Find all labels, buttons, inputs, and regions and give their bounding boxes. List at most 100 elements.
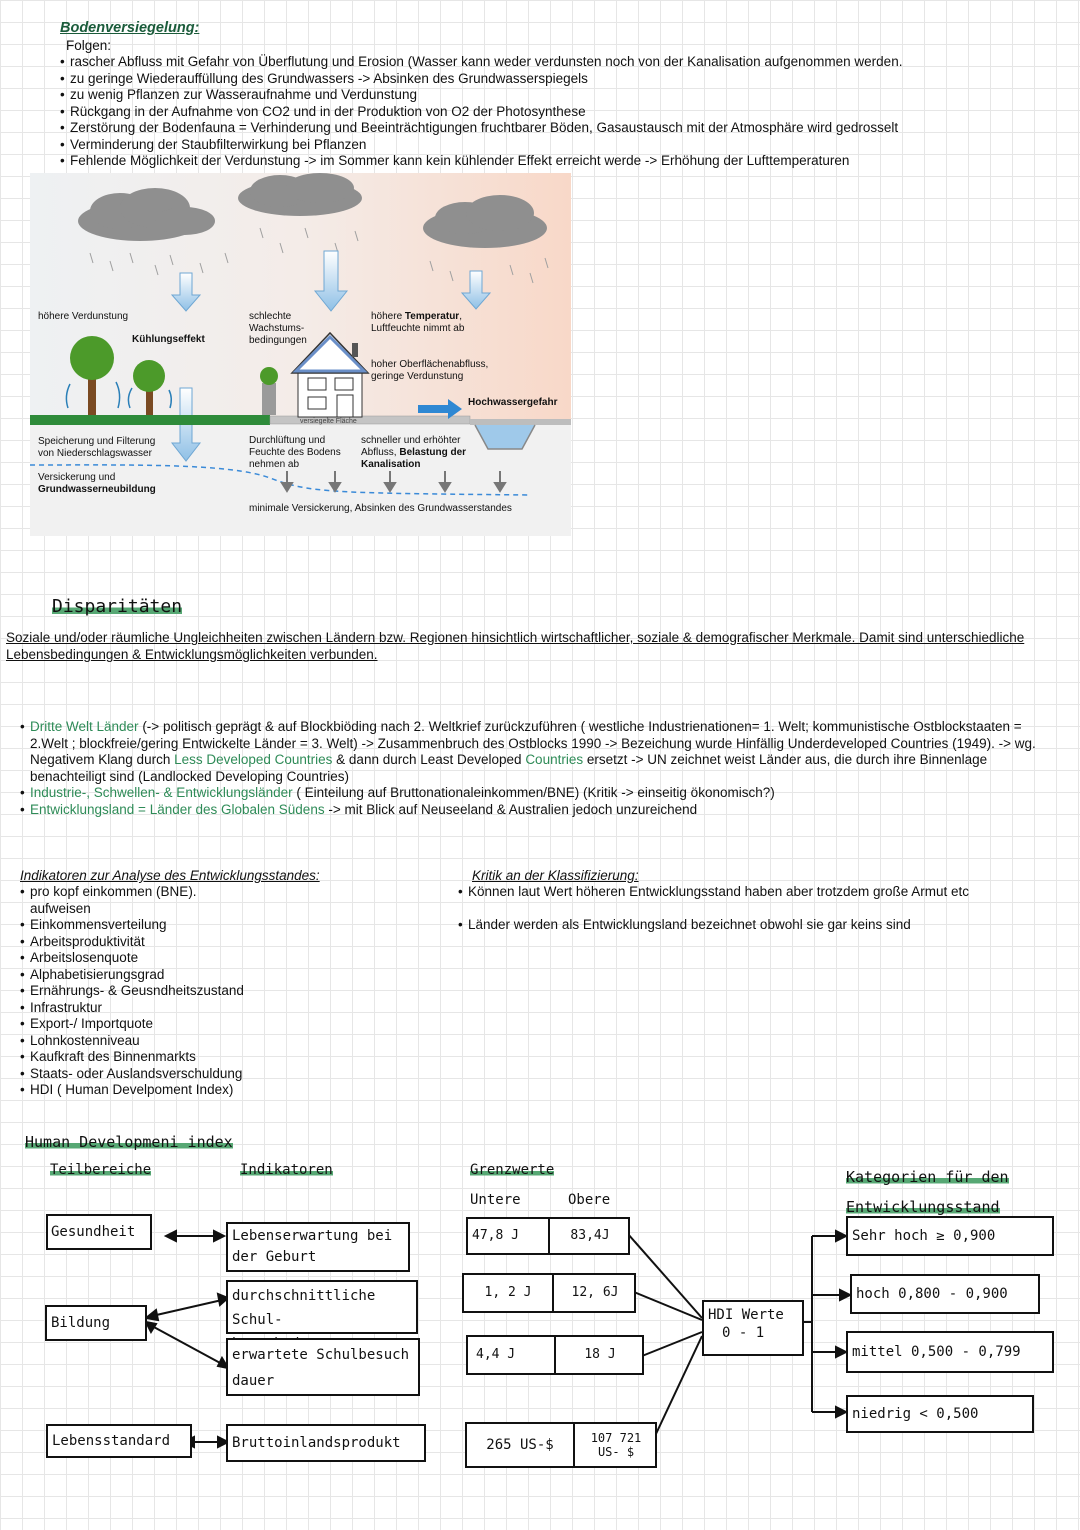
list-item: rascher Abfluss mit Gefahr von Überflutu… bbox=[60, 54, 1060, 71]
label-hoehere-verdunstung: höhere Verdunstung bbox=[38, 311, 129, 322]
list-item: Lohnkostenniveau bbox=[20, 1033, 440, 1050]
label-line: hoher Oberflächenabfluss, bbox=[371, 359, 489, 370]
col-text: Kategorien für den bbox=[846, 1168, 1009, 1186]
list-item: Rückgang in der Aufnahme von CO2 und in … bbox=[60, 104, 1060, 121]
label-schlechte-wachstumsbedingungen: schlechte Wachstums- bedingungen bbox=[249, 311, 307, 347]
label-schneller-abfluss: schneller und erhöhter Abfluss, Belastun… bbox=[361, 435, 466, 471]
text: (-> politisch geprägt & auf Blockbiöding… bbox=[30, 719, 1036, 767]
list-item: Ernährungs- & Geusndheitszustand bbox=[20, 983, 440, 1000]
cloud-icon bbox=[78, 173, 547, 248]
bodenversiegelung-title: Bodenversiegelung: bbox=[60, 20, 200, 36]
hdi-connector-lines bbox=[143, 1229, 853, 1449]
list-item: Entwicklungsland = Länder des Globalen S… bbox=[20, 802, 1060, 819]
label-durchlueftung: Durchlüftung und Feuchte des Bodens nehm… bbox=[249, 435, 341, 471]
text: pro kopf einkommen (BNE). bbox=[30, 884, 197, 899]
box-erwartete-schulbesuchsdauer: erwartete Schulbesuch dauer bbox=[226, 1338, 420, 1396]
grenzwert-untere: 47,8 J bbox=[472, 1228, 519, 1243]
indikatoren-cont: aufweisen bbox=[30, 900, 91, 916]
term: Dritte Welt Länder bbox=[30, 719, 139, 734]
box-sehr-hoch: Sehr hoch ≥ 0,900 bbox=[846, 1216, 1054, 1256]
box-lebenserwartung: Lebenserwartung bei der Geburt bbox=[226, 1222, 410, 1272]
term: Less Developed Countries bbox=[174, 752, 333, 767]
disparitaeten-heading: Disparitäten bbox=[52, 596, 183, 617]
label-line: schneller und erhöhter bbox=[361, 435, 461, 446]
label-oberflaechenabfluss: hoher Oberflächenabfluss, geringe Verdun… bbox=[371, 359, 488, 383]
col-text: Indikatoren bbox=[240, 1162, 333, 1178]
heading-text: Disparitäten bbox=[52, 596, 183, 617]
text: ( Einteilung auf Bruttonationaleinkommen… bbox=[292, 785, 775, 800]
list-item: Arbeitsproduktivität bbox=[20, 934, 440, 951]
box-mittel: mittel 0,500 - 0,799 bbox=[846, 1331, 1054, 1373]
col-indikatoren: Indikatoren bbox=[240, 1162, 333, 1178]
grenzwert-untere: 4,4 J bbox=[476, 1347, 516, 1362]
text-line: dauer bbox=[232, 1373, 275, 1389]
grenzwert-obere: 12, 6J bbox=[571, 1285, 619, 1300]
divider bbox=[554, 1337, 556, 1373]
label-speicherung: Speicherung und Filterung von Niederschl… bbox=[38, 436, 155, 460]
title-text: Human Developmeni index bbox=[25, 1133, 233, 1151]
text-line: Lebenserwartung bei bbox=[232, 1228, 393, 1244]
text-line: 107 721 bbox=[590, 1431, 642, 1445]
grenzwert-row-2: 1, 2 J 12, 6J bbox=[462, 1273, 636, 1313]
label-line: schlechte bbox=[249, 311, 292, 322]
text: -> mit Blick auf Neuseeland & Australien… bbox=[324, 801, 698, 817]
indikatoren-section: Indikatoren zur Analyse des Entwicklungs… bbox=[20, 867, 440, 1099]
label-part: Belastung der bbox=[399, 447, 467, 458]
kritik-title: Kritik an der Klassifizierung: bbox=[472, 868, 639, 883]
label-part: Temperatur bbox=[404, 311, 460, 322]
label-line: Versickerung und bbox=[38, 472, 116, 483]
label-part: höhere bbox=[371, 311, 405, 322]
grenzwert-obere: 18 J bbox=[584, 1347, 616, 1362]
folgen-list: rascher Abfluss mit Gefahr von Überflutu… bbox=[60, 54, 1060, 170]
label-line: Speicherung und Filterung bbox=[38, 436, 156, 447]
list-item: Staats- oder Auslandsverschuldung bbox=[20, 1066, 440, 1083]
versiegelung-diagram: höhere Verdunstung Kühlungseffekt schlec… bbox=[30, 173, 571, 536]
grenzwert-row-3: 4,4 J 18 J bbox=[466, 1335, 644, 1375]
list-item: zu geringe Wiederauffüllung des Grundwas… bbox=[60, 71, 1060, 88]
col-teilbereiche: Teilbereiche bbox=[50, 1162, 152, 1178]
label-obere: Obere bbox=[568, 1192, 611, 1208]
label-minimale-versickerung: minimale Versickerung, Absinken des Grun… bbox=[249, 503, 512, 514]
col-grenzwerte: Grenzwerte bbox=[470, 1162, 555, 1178]
text-line: 0 - 1 bbox=[722, 1325, 765, 1341]
term: Entwicklungsland = Länder des Globalen S… bbox=[30, 801, 325, 817]
disparitaeten-definition: Soziale und/oder räumliche Ungleichheite… bbox=[6, 630, 1025, 662]
list-item: Fehlende Möglichkeit der Verdunstung -> … bbox=[60, 153, 1060, 170]
list-item: Arbeitslosenquote bbox=[20, 950, 440, 967]
box-hoch: hoch 0,800 - 0,900 bbox=[850, 1274, 1040, 1314]
grenzwert-row-1: 47,8 J 83,4J bbox=[466, 1217, 630, 1255]
label-line: geringe Verdunstung bbox=[371, 371, 464, 382]
text: & dann durch Least Developed bbox=[332, 752, 526, 767]
text-line: der Geburt bbox=[232, 1249, 317, 1265]
box-niedrig: niedrig < 0,500 bbox=[846, 1395, 1034, 1433]
divider bbox=[548, 1219, 550, 1253]
col-text: Teilbereiche bbox=[50, 1162, 152, 1178]
text: ersetzt -> UN zeichnet weist Länder aus,… bbox=[30, 752, 988, 784]
label-versickerung: Versickerung und Grundwasserneubildung bbox=[38, 472, 156, 496]
list-item: zu wenig Pflanzen zur Wasseraufnahme und… bbox=[60, 87, 1060, 104]
label-line: bedingungen bbox=[249, 335, 307, 346]
hdi-title: Human Developmeni index bbox=[25, 1133, 233, 1151]
list-item: Export-/ Importquote bbox=[20, 1016, 440, 1033]
grenzwert-untere: 1, 2 J bbox=[484, 1285, 532, 1300]
list-item: Infrastruktur bbox=[20, 1000, 440, 1017]
label-line: Feuchte des Bodens bbox=[249, 447, 341, 458]
text-line: US- $ bbox=[597, 1445, 635, 1459]
box-bruttoinlandsprodukt: Bruttoinlandsprodukt bbox=[226, 1424, 426, 1462]
term: Countries bbox=[525, 752, 584, 767]
grenzwert-untere: 265 US-$ bbox=[486, 1437, 554, 1453]
label-hoehere-temperatur: höhere Temperatur, Luftfeuchte nimmt ab bbox=[371, 311, 464, 335]
box-bildung: Bildung bbox=[45, 1305, 147, 1341]
box-gesundheit: Gesundheit bbox=[46, 1214, 152, 1250]
box-lebensstandard: Lebensstandard bbox=[46, 1424, 192, 1458]
bodenversiegelung-section: Bodenversiegelung: Folgen: rascher Abflu… bbox=[60, 19, 1060, 170]
label-hochwassergefahr: Hochwassergefahr bbox=[468, 397, 558, 408]
list-item: Alphabetisierungsgrad bbox=[20, 967, 440, 984]
text-line: HDI Werte bbox=[708, 1307, 784, 1323]
kritik-section: Kritik an der Klassifizierung: Können la… bbox=[458, 867, 1058, 933]
label-versiegelte-flaeche: versiegelte Fläche bbox=[300, 418, 357, 425]
text-line: erwartete Schulbesuch bbox=[232, 1347, 410, 1363]
label-part: Abfluss, bbox=[361, 447, 400, 458]
text-line: durchschnittliche Schul- bbox=[232, 1288, 376, 1328]
